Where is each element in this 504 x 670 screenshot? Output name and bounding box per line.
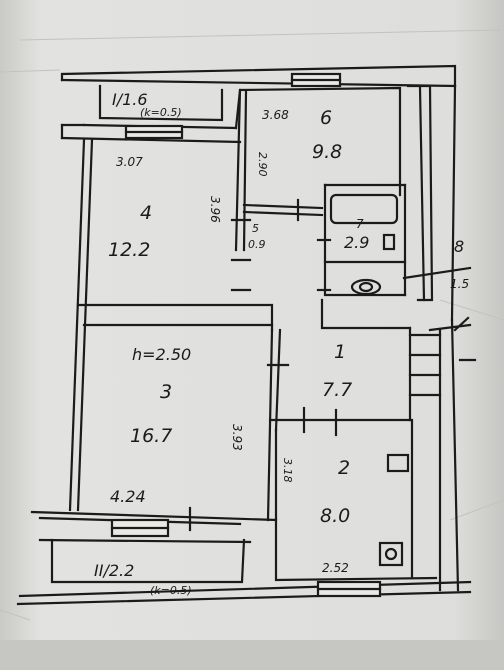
- ceiling-height: h=2.50: [132, 345, 191, 364]
- dim-396: 3.96: [208, 196, 222, 223]
- room3-number: 3: [160, 381, 172, 403]
- sink: [382, 233, 396, 251]
- room5-area: 0.9: [248, 238, 266, 251]
- balcony-2-coef: (k=0.5): [150, 584, 192, 597]
- room7-number: 7: [356, 217, 364, 231]
- dim-393: 3.93: [230, 424, 244, 451]
- bleed-through-lines: [0, 29, 504, 621]
- bathtub: [329, 193, 399, 225]
- dim-368: 3.68: [262, 108, 289, 122]
- balcony-1-label: I/1.6: [112, 90, 148, 109]
- room8-number: 8: [454, 237, 464, 256]
- room4-area: 12.2: [108, 239, 150, 261]
- room2-number: 2: [338, 457, 350, 479]
- sink-marker: [378, 541, 404, 567]
- room1-number: 1: [334, 341, 346, 363]
- room1-area: 7.7: [322, 379, 352, 401]
- dim-252: 2.52: [322, 561, 349, 575]
- dim-424: 4.24: [110, 487, 146, 506]
- room1-top: [320, 298, 412, 330]
- toilet: [350, 278, 382, 296]
- top-wall: [60, 64, 457, 88]
- room5-number: 5: [252, 222, 259, 235]
- balcony-1-outline: [98, 84, 224, 122]
- dim-318: 3.18: [281, 458, 294, 483]
- room2-outline: [274, 428, 438, 582]
- walls: [16, 64, 477, 606]
- balcony-2-outline: [50, 538, 246, 584]
- room6-outline: [234, 86, 402, 197]
- dim-290: 2.90: [256, 152, 269, 177]
- room7-area: 2.9: [344, 233, 369, 252]
- photo-bottom-edge: [0, 640, 504, 670]
- room3-area: 16.7: [130, 425, 172, 447]
- room6-area: 9.8: [312, 141, 342, 163]
- balcony-2-label: II/2.2: [94, 561, 134, 580]
- balcony-1-coef: (k=0.5): [140, 106, 182, 119]
- bath-outline: [323, 183, 407, 297]
- dim-307: 3.07: [116, 155, 143, 169]
- room4-number: 4: [140, 202, 152, 224]
- room6-number: 6: [320, 107, 332, 129]
- stove-marker: [386, 453, 410, 473]
- wall-4-3: [76, 303, 274, 332]
- room2-area: 8.0: [320, 505, 350, 527]
- labels: I/1.6 (k=0.5) 3.68 6 9.8 2.90 3.07 4 12.…: [94, 90, 469, 597]
- room8-area: 1.5: [450, 277, 469, 291]
